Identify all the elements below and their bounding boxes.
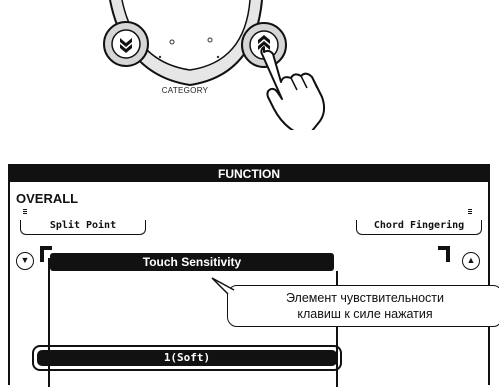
category-label: CATEGORY	[161, 86, 209, 95]
value-display: 1(Soft)	[32, 345, 342, 371]
callout-line-1: Элемент чувствительности	[285, 291, 445, 305]
category-down-button[interactable]	[103, 21, 149, 67]
selected-function-label: Touch Sensitivity	[50, 253, 334, 271]
pointing-hand-icon	[260, 46, 326, 130]
current-value: 1(Soft)	[37, 350, 337, 366]
section-title: OVERALL	[16, 191, 79, 206]
menu-item-chord-fingering[interactable]: Chord Fingering	[356, 220, 482, 235]
callout-pointer	[211, 277, 235, 295]
scroll-down-button[interactable]: ▼	[16, 252, 34, 270]
double-chevron-down-icon: ▼	[20, 255, 30, 265]
connector-line	[48, 258, 50, 387]
double-chevron-up-icon	[258, 35, 270, 50]
tick-mark-icon	[23, 209, 27, 214]
tick-mark-icon	[468, 209, 472, 214]
right-bracket	[438, 246, 450, 262]
double-chevron-down-icon	[120, 38, 132, 53]
function-display-panel: FUNCTION OVERALL Split Point Chord Finge…	[8, 164, 499, 387]
function-title: FUNCTION	[10, 166, 488, 182]
category-dial-illustration	[103, 0, 326, 130]
scroll-up-button[interactable]: ▲	[462, 252, 480, 270]
left-bracket	[40, 246, 52, 262]
double-chevron-up-icon: ▲	[466, 255, 476, 265]
callout-line-2: клавиш к силе нажатия	[297, 307, 433, 321]
connector-line	[336, 271, 338, 387]
callout-bubble: Элемент чувствительности клавиш к силе н…	[227, 285, 499, 327]
menu-item-split-point[interactable]: Split Point	[20, 220, 146, 235]
